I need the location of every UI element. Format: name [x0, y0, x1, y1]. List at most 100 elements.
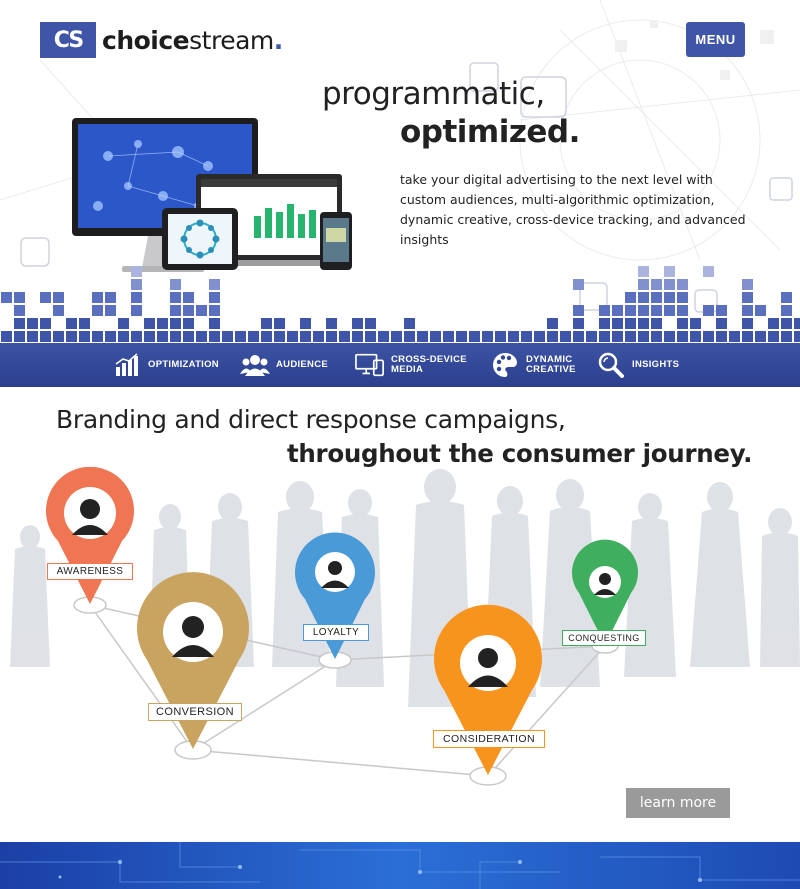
- pixel-square: [768, 318, 779, 329]
- logo-word-light: stream: [189, 25, 274, 55]
- consideration-pin[interactable]: [433, 604, 542, 775]
- pixel-square: [157, 331, 168, 342]
- pixel-square: [560, 331, 571, 342]
- devices-illustration: [72, 118, 352, 272]
- awareness-pin[interactable]: [46, 467, 134, 604]
- pixel-square: [703, 266, 714, 277]
- pixel-square: [313, 331, 324, 342]
- pixel-square: [261, 331, 272, 342]
- pixel-square: [105, 292, 116, 303]
- nav-label: AUDIENCE: [276, 359, 329, 370]
- conversion-pin[interactable]: [137, 572, 250, 749]
- pixel-square: [300, 318, 311, 329]
- pixel-square: [14, 318, 25, 329]
- loyalty-pin[interactable]: [295, 532, 376, 659]
- pixel-square: [27, 331, 38, 342]
- pixel-square: [40, 292, 51, 303]
- pixel-square: [664, 279, 675, 290]
- pixel-square: [352, 331, 363, 342]
- conquesting-label: CONQUESTING: [562, 630, 646, 646]
- pixel-square: [664, 331, 675, 342]
- pixel-square: [92, 292, 103, 303]
- pixel-square: [755, 305, 766, 316]
- journey-map-illustration: [10, 467, 800, 786]
- devices-icon: [355, 350, 385, 380]
- pixel-square: [209, 305, 220, 316]
- pixel-square: [261, 318, 272, 329]
- pixel-square: [664, 266, 675, 277]
- pixel-square: [612, 305, 623, 316]
- pixel-square: [183, 292, 194, 303]
- pixel-square: [716, 331, 727, 342]
- pixel-square: [638, 279, 649, 290]
- pixel-square: [638, 318, 649, 329]
- pixel-square: [53, 331, 64, 342]
- pixel-square: [651, 331, 662, 342]
- pixel-square: [1, 331, 12, 342]
- learn-more-button[interactable]: learn more: [626, 788, 730, 818]
- pixel-square: [612, 331, 623, 342]
- pixel-square: [404, 331, 415, 342]
- pixel-square: [677, 318, 688, 329]
- pixel-square: [183, 318, 194, 329]
- nav-item-dynamic-creative[interactable]: DYNAMIC CREATIVE: [490, 343, 576, 387]
- pixel-square: [105, 305, 116, 316]
- pixel-square: [222, 331, 233, 342]
- pixel-square: [534, 331, 545, 342]
- pixel-square: [14, 292, 25, 303]
- conversion-label: CONVERSION: [148, 703, 242, 721]
- pixel-square: [131, 292, 142, 303]
- pixel-square: [144, 331, 155, 342]
- nav-item-cross-device-media[interactable]: CROSS-DEVICE MEDIA: [355, 343, 467, 387]
- pixel-square: [118, 331, 129, 342]
- pixel-square: [781, 305, 792, 316]
- menu-button[interactable]: MENU: [686, 22, 745, 57]
- pixel-square: [66, 331, 77, 342]
- pixel-square: [170, 331, 181, 342]
- hero-headline-line2: optimized.: [400, 114, 580, 150]
- pixel-square: [118, 318, 129, 329]
- pixel-square: [573, 331, 584, 342]
- pixel-square: [248, 331, 259, 342]
- consideration-label: CONSIDERATION: [433, 730, 545, 748]
- journey-title-line2: throughout the consumer journey.: [287, 439, 753, 468]
- pixel-square: [131, 305, 142, 316]
- pixel-square: [781, 318, 792, 329]
- pixel-square: [664, 292, 675, 303]
- pixel-square: [53, 305, 64, 316]
- pixel-square: [755, 331, 766, 342]
- choicestream-logo[interactable]: CS choicestream.: [40, 22, 283, 58]
- pixel-square: [690, 318, 701, 329]
- people-icon: [240, 350, 270, 380]
- consumer-journey-section: Branding and direct response campaigns, …: [0, 387, 800, 842]
- pixel-square: [482, 331, 493, 342]
- palette-icon: [490, 350, 520, 380]
- logo-word-bold: choice: [102, 25, 190, 55]
- pixel-square: [508, 331, 519, 342]
- nav-item-audience[interactable]: AUDIENCE: [240, 343, 328, 387]
- pixel-square: [729, 331, 740, 342]
- pixel-square: [612, 318, 623, 329]
- pixel-square: [144, 318, 155, 329]
- nav-label: INSIGHTS: [632, 359, 680, 370]
- pixel-square: [495, 331, 506, 342]
- pixel-square: [105, 331, 116, 342]
- pixel-square: [651, 292, 662, 303]
- pixel-square: [573, 279, 584, 290]
- pixel-square: [703, 331, 714, 342]
- bar-chart-icon: [112, 350, 142, 380]
- pixel-square: [209, 331, 220, 342]
- nav-item-insights[interactable]: INSIGHTS: [596, 343, 679, 387]
- pixel-square: [781, 331, 792, 342]
- pixel-square: [599, 331, 610, 342]
- pixel-square: [573, 305, 584, 316]
- pixel-square: [170, 305, 181, 316]
- pixel-squares-decoration: [1, 266, 800, 342]
- pixel-square: [638, 305, 649, 316]
- pixel-square: [690, 331, 701, 342]
- pixel-square: [274, 331, 285, 342]
- magnifier-icon: [596, 350, 626, 380]
- pixel-square: [456, 331, 467, 342]
- nav-item-optimization[interactable]: OPTIMIZATION: [112, 343, 219, 387]
- conquesting-pin[interactable]: [572, 539, 638, 645]
